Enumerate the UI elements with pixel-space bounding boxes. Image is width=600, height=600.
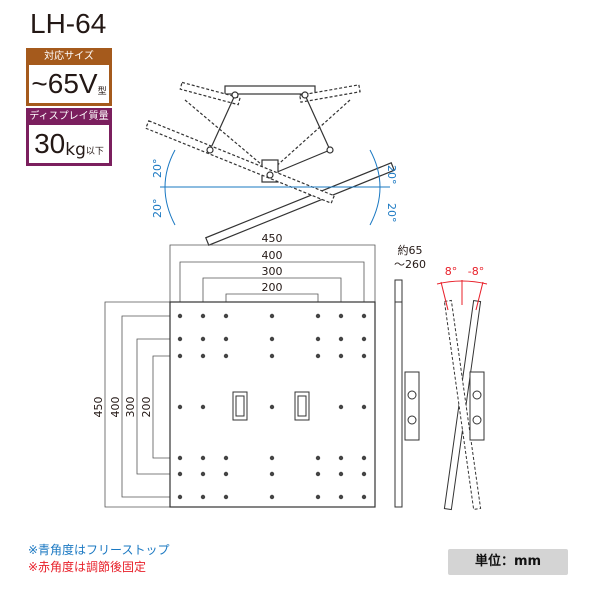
top-view-arm	[145, 81, 395, 246]
tilt-view	[443, 299, 485, 511]
mounting-hole	[361, 313, 367, 319]
size-value: ~65V	[31, 68, 98, 99]
mounting-hole	[338, 404, 344, 410]
mounting-hole	[361, 353, 367, 359]
angle-right-down: 20°	[385, 203, 398, 223]
dim-v200: 200	[140, 397, 153, 418]
dim-h400: 400	[262, 249, 283, 262]
mounting-hole	[315, 471, 321, 477]
side-view	[394, 279, 420, 508]
mounting-hole	[338, 313, 344, 319]
mounting-hole	[177, 455, 183, 461]
mounting-hole	[315, 494, 321, 500]
dim-h200: 200	[262, 281, 283, 294]
weight-value: 30	[34, 128, 66, 159]
mounting-hole	[200, 313, 206, 319]
mounting-hole	[361, 336, 367, 342]
tilt-down-angle: -8°	[468, 265, 484, 278]
mounting-hole	[200, 404, 206, 410]
mounting-hole	[315, 455, 321, 461]
mounting-hole	[223, 336, 229, 342]
mounting-hole	[200, 336, 206, 342]
mounting-hole	[269, 455, 275, 461]
weight-suffix: 以下	[85, 147, 104, 157]
mounting-hole	[200, 353, 206, 359]
mounting-hole	[177, 404, 183, 410]
mounting-hole	[200, 471, 206, 477]
dim-h450: 450	[262, 232, 283, 245]
mounting-hole	[200, 494, 206, 500]
mounting-hole	[177, 313, 183, 319]
dim-h300: 300	[262, 265, 283, 278]
note-blue: ※青角度はフリーストップ	[28, 543, 170, 557]
mounting-hole	[223, 455, 229, 461]
mounting-holes	[177, 313, 367, 500]
mounting-hole	[269, 404, 275, 410]
mounting-hole	[315, 336, 321, 342]
mounting-hole	[361, 404, 367, 410]
mounting-hole	[338, 471, 344, 477]
mounting-hole	[223, 471, 229, 477]
angle-right-up: 20°	[385, 165, 398, 185]
mounting-hole	[223, 353, 229, 359]
angle-left-up: 20°	[151, 159, 164, 179]
mounting-hole	[269, 353, 275, 359]
mounting-hole	[177, 471, 183, 477]
weight-unit: kg	[65, 140, 86, 160]
mounting-hole	[361, 494, 367, 500]
mounting-hole	[338, 353, 344, 359]
unit-label: 単位：mm	[448, 549, 568, 575]
angle-left-down: 20°	[151, 199, 164, 219]
mounting-hole	[361, 455, 367, 461]
dim-v300: 300	[124, 397, 137, 418]
model-name: LH-64	[30, 8, 107, 39]
size-suffix: 型	[97, 87, 107, 97]
mounting-hole	[315, 353, 321, 359]
mounting-hole	[315, 313, 321, 319]
dim-v450: 450	[92, 397, 105, 418]
mounting-hole	[338, 336, 344, 342]
mounting-hole	[177, 353, 183, 359]
mounting-hole	[338, 494, 344, 500]
mounting-hole	[269, 471, 275, 477]
mounting-hole	[338, 455, 344, 461]
mounting-hole	[269, 336, 275, 342]
dim-v400: 400	[109, 397, 122, 418]
mounting-hole	[223, 313, 229, 319]
mounting-hole	[269, 494, 275, 500]
depth-min: 約65	[398, 243, 423, 257]
mounting-hole	[177, 494, 183, 500]
tilt-angle-marks	[436, 280, 488, 311]
mounting-hole	[223, 494, 229, 500]
mounting-hole	[269, 313, 275, 319]
tilt-up-angle: 8°	[445, 265, 458, 278]
mounting-hole	[200, 455, 206, 461]
size-header: 対応サイズ	[44, 51, 94, 62]
weight-header: ディスプレイ質量	[29, 111, 109, 122]
mounting-hole	[177, 336, 183, 342]
wall-plate	[169, 301, 376, 508]
mounting-hole	[361, 471, 367, 477]
swivel-angle-marks	[160, 149, 390, 226]
note-red: ※赤角度は調節後固定	[28, 560, 147, 574]
depth-max: ～260	[394, 258, 426, 271]
